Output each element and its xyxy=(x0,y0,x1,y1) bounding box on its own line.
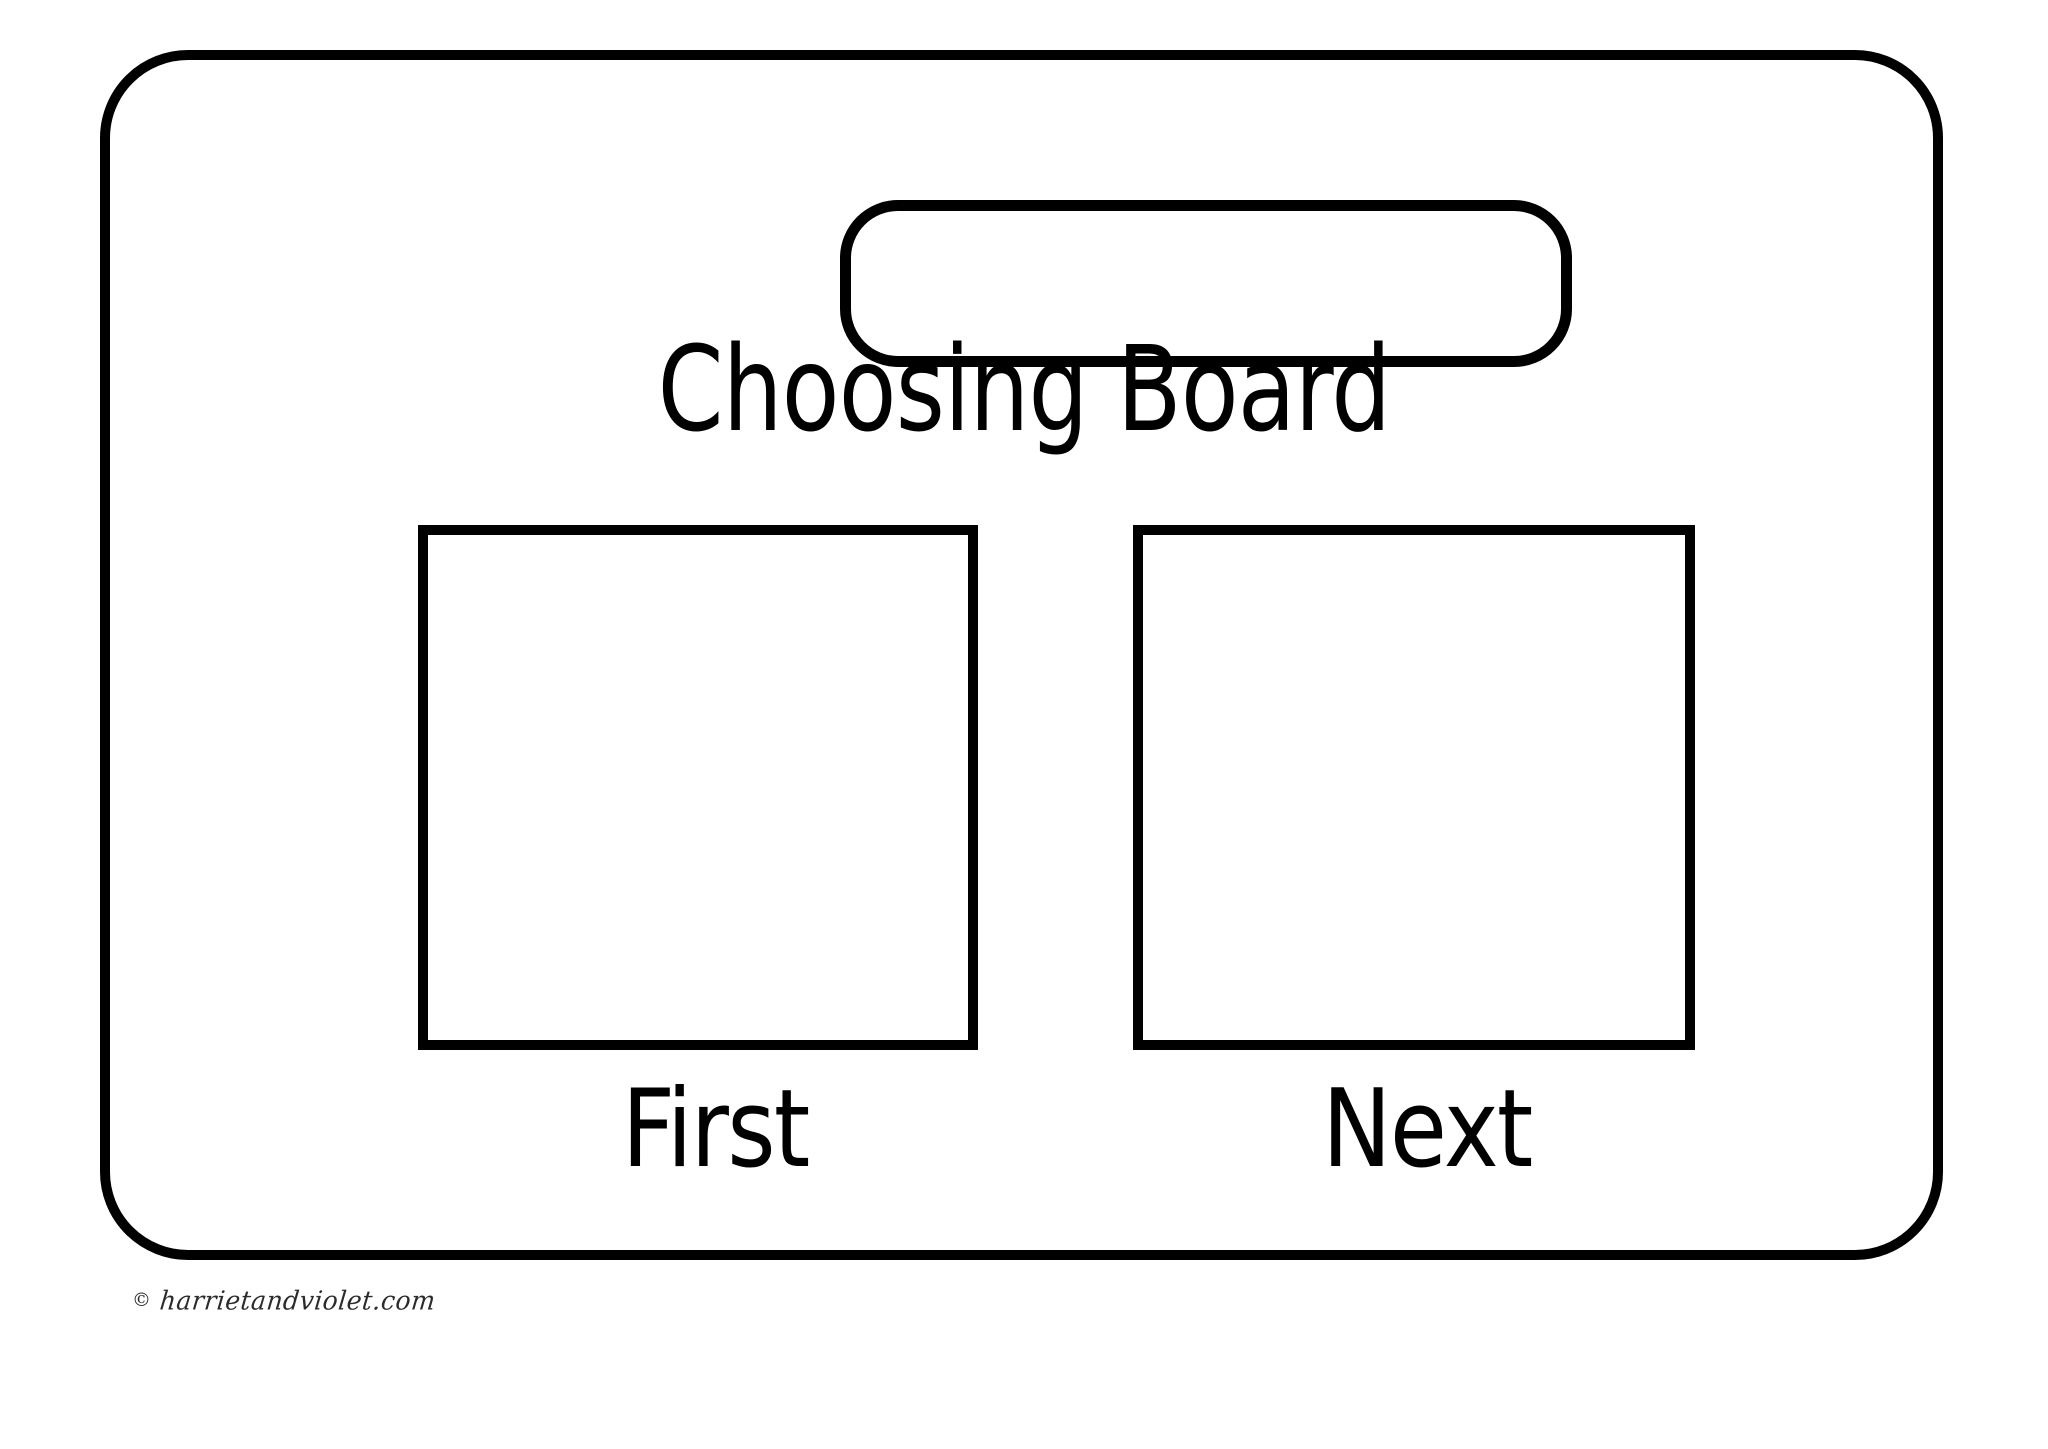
board-handle-slot[interactable] xyxy=(840,200,1572,367)
slot-next-caption: Next xyxy=(1322,1067,1533,1192)
slot-first-caption: First xyxy=(621,1067,811,1192)
watermark: © harrietandviolet.com xyxy=(132,1285,438,1316)
copyright-icon: © xyxy=(132,1289,151,1311)
watermark-text: harrietandviolet.com xyxy=(158,1285,438,1316)
page-title: Choosing Board xyxy=(657,320,1391,458)
slot-first[interactable] xyxy=(418,525,978,1050)
slot-next[interactable] xyxy=(1133,525,1695,1050)
